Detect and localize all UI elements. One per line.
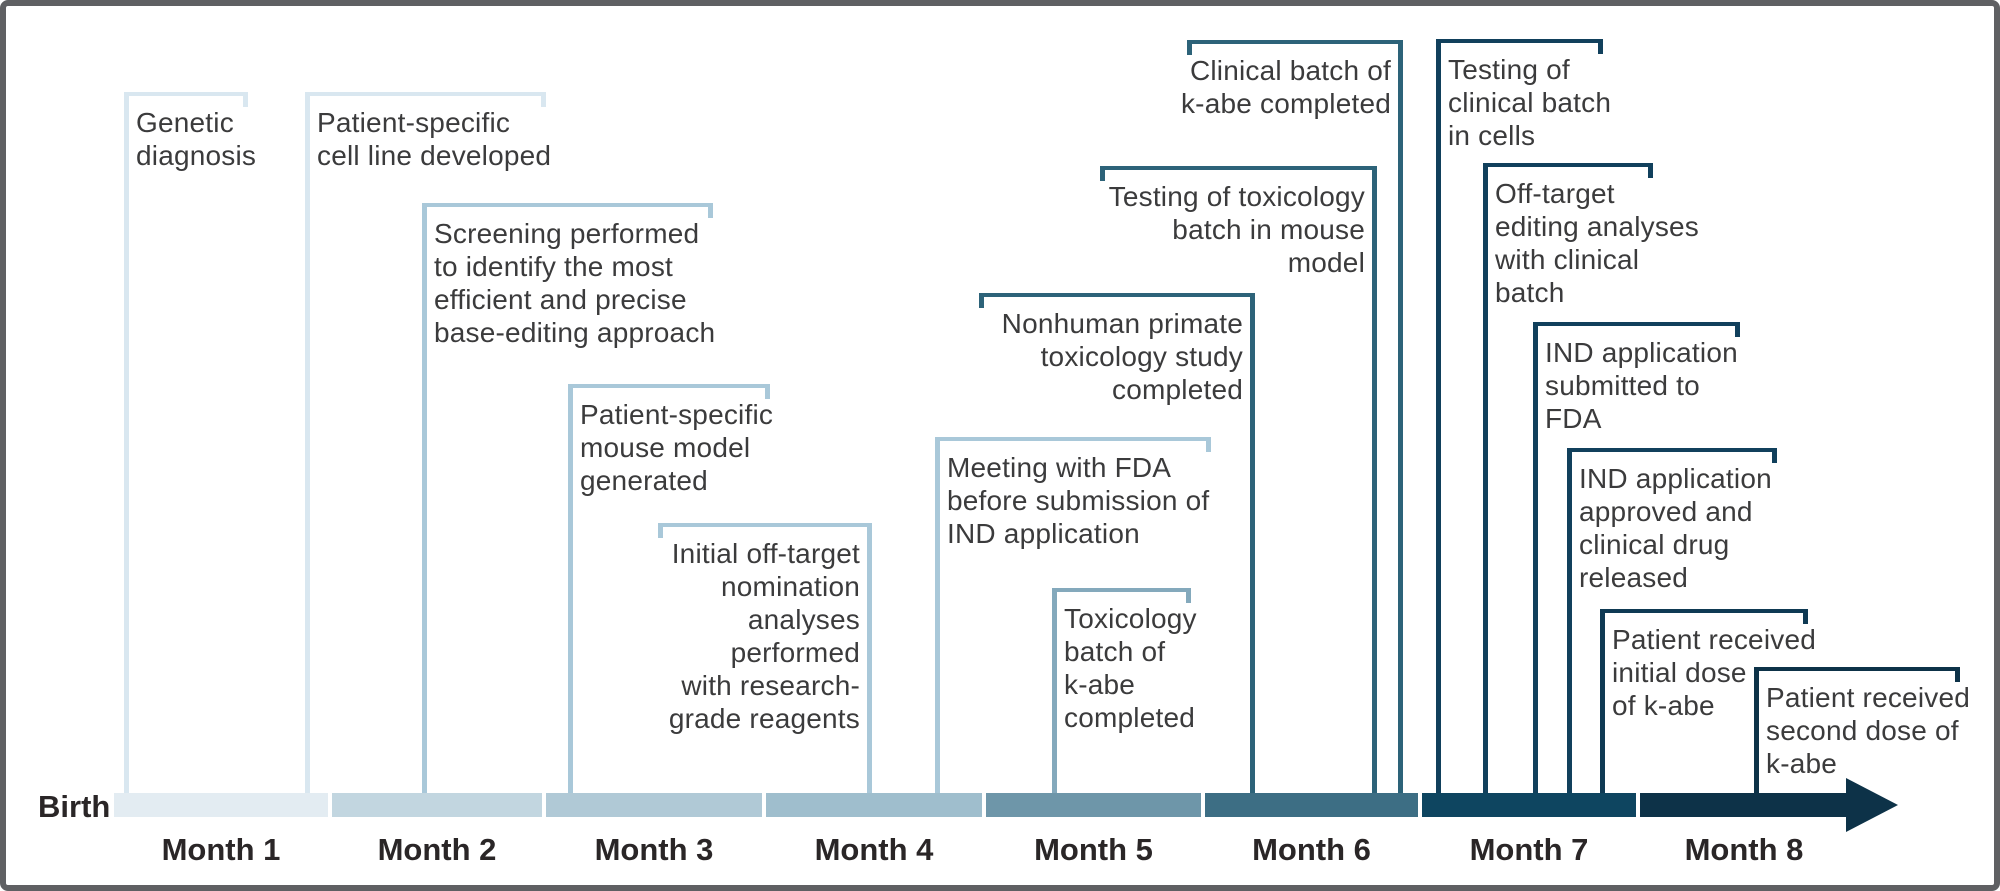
milestone-label-ind-approved: IND application approved and clinical dr…	[1579, 463, 1772, 593]
milestone-line-ind-submitted	[1533, 322, 1538, 793]
timeline-segment-month-6	[1205, 793, 1418, 817]
milestone-line-clinical-batch-completed	[1398, 40, 1403, 793]
milestone-tick-ind-approved	[1772, 448, 1777, 463]
timeline-segment-month-2	[332, 793, 542, 817]
milestone-cap-screening-base-editing	[422, 203, 713, 207]
milestone-tick-fda-meeting	[1206, 437, 1211, 452]
milestone-line-fda-meeting	[935, 437, 940, 793]
milestone-cap-nonhuman-primate-toxicology	[979, 293, 1255, 297]
month-label-4: Month 4	[814, 832, 934, 867]
month-label-2: Month 2	[377, 832, 497, 867]
timeline-segment-month-5	[986, 793, 1201, 817]
milestone-line-patient-initial-dose	[1600, 609, 1605, 793]
milestone-cap-clinical-batch-cell-testing	[1436, 39, 1603, 43]
timeline-segment-month-1	[114, 793, 328, 817]
timeline-segment-month-3	[546, 793, 762, 817]
milestone-label-patient-second-dose: Patient received second dose of k-abe	[1766, 682, 1970, 779]
milestone-line-mouse-model-generated	[568, 384, 573, 793]
milestone-tick-clinical-batch-completed	[1187, 40, 1192, 55]
timeline-segment-month-7	[1422, 793, 1636, 817]
month-label-8: Month 8	[1684, 832, 1804, 867]
milestone-line-toxicology-batch-mouse-test	[1372, 166, 1377, 793]
birth-label: Birth	[38, 789, 111, 824]
milestone-label-off-target-clinical-batch: Off-target editing analyses with clinica…	[1495, 178, 1699, 308]
milestone-tick-clinical-batch-cell-testing	[1598, 39, 1603, 54]
milestone-tick-patient-second-dose	[1955, 667, 1960, 682]
milestone-line-patient-second-dose	[1754, 667, 1759, 793]
milestone-cap-cell-line-developed	[305, 92, 546, 96]
milestone-line-nonhuman-primate-toxicology	[1250, 293, 1255, 793]
milestone-line-screening-base-editing	[422, 203, 427, 793]
milestone-line-off-target-clinical-batch	[1483, 163, 1488, 793]
milestone-label-ind-submitted: IND application submitted to FDA	[1545, 337, 1738, 434]
milestone-label-toxicology-batch-completed: Toxicology batch of k-abe completed	[1064, 603, 1197, 733]
month-label-3: Month 3	[594, 832, 714, 867]
month-label-1: Month 1	[161, 832, 281, 867]
milestone-label-clinical-batch-cell-testing: Testing of clinical batch in cells	[1448, 54, 1612, 151]
milestone-tick-initial-off-target-analyses	[658, 523, 663, 538]
milestone-label-mouse-model-generated: Patient-specific mouse model generated	[580, 399, 774, 496]
milestone-label-genetic-diagnosis: Genetic diagnosis	[136, 107, 257, 171]
milestone-tick-ind-submitted	[1735, 322, 1740, 337]
milestone-label-cell-line-developed: Patient-specific cell line developed	[317, 107, 552, 171]
milestone-cap-ind-submitted	[1533, 322, 1740, 326]
milestone-cap-mouse-model-generated	[568, 384, 770, 388]
milestone-cap-clinical-batch-completed	[1187, 40, 1403, 44]
month-label-6: Month 6	[1252, 832, 1371, 867]
milestone-line-ind-approved	[1567, 448, 1572, 793]
milestone-label-initial-off-target-analyses: Initial off-target nomination analyses p…	[668, 538, 860, 734]
milestone-cap-patient-initial-dose	[1600, 609, 1808, 613]
milestone-label-nonhuman-primate-toxicology: Nonhuman primate toxicology study comple…	[1001, 308, 1243, 405]
milestone-tick-patient-initial-dose	[1803, 609, 1808, 624]
milestone-line-cell-line-developed	[305, 92, 310, 793]
month-label-5: Month 5	[1034, 832, 1153, 867]
milestone-cap-patient-second-dose	[1754, 667, 1960, 671]
milestone-label-patient-initial-dose: Patient received initial dose of k-abe	[1612, 624, 1816, 721]
milestone-line-clinical-batch-cell-testing	[1436, 39, 1441, 793]
milestone-line-genetic-diagnosis	[124, 92, 129, 793]
milestone-tick-genetic-diagnosis	[243, 92, 248, 107]
milestone-tick-nonhuman-primate-toxicology	[979, 293, 984, 308]
milestone-cap-ind-approved	[1567, 448, 1777, 452]
milestone-cap-fda-meeting	[935, 437, 1211, 441]
milestone-tick-off-target-clinical-batch	[1648, 163, 1653, 178]
milestone-cap-toxicology-batch-completed	[1052, 588, 1191, 592]
milestone-tick-cell-line-developed	[541, 92, 546, 107]
timeline-arrowhead-icon	[1846, 778, 1898, 832]
milestone-line-initial-off-target-analyses	[867, 523, 872, 793]
milestone-label-clinical-batch-completed: Clinical batch of k-abe completed	[1180, 55, 1391, 119]
milestone-label-fda-meeting: Meeting with FDA before submission of IN…	[947, 452, 1210, 549]
milestone-cap-genetic-diagnosis	[124, 92, 248, 96]
timeline-segment-month-4	[766, 793, 982, 817]
milestone-line-toxicology-batch-completed	[1052, 588, 1057, 793]
milestone-cap-off-target-clinical-batch	[1483, 163, 1653, 167]
milestone-tick-mouse-model-generated	[765, 384, 770, 399]
milestone-label-toxicology-batch-mouse-test: Testing of toxicology batch in mouse mod…	[1108, 181, 1365, 278]
month-label-7: Month 7	[1469, 832, 1589, 867]
milestone-tick-screening-base-editing	[708, 203, 713, 218]
milestone-cap-initial-off-target-analyses	[658, 523, 872, 527]
milestone-cap-toxicology-batch-mouse-test	[1100, 166, 1377, 170]
milestone-tick-toxicology-batch-completed	[1186, 588, 1191, 603]
milestone-tick-toxicology-batch-mouse-test	[1100, 166, 1105, 181]
milestone-label-screening-base-editing: Screening performed to identify the most…	[434, 218, 716, 348]
timeline-segment-month-8	[1640, 793, 1848, 817]
